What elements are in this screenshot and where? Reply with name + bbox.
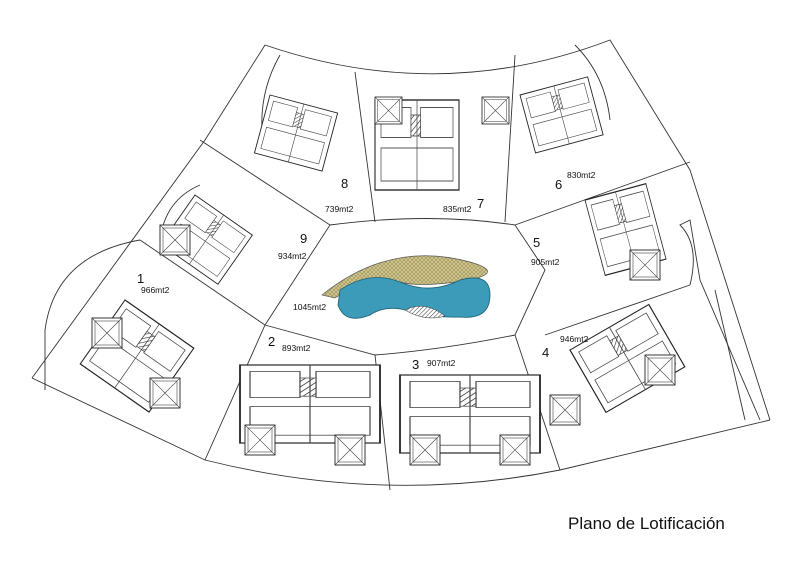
lot-3-number: 3 — [412, 357, 419, 372]
lot-9-number: 9 — [300, 231, 307, 246]
lot-7-number: 7 — [477, 196, 484, 211]
lot-boundaries — [31, 39, 771, 491]
lot-9-area: 934mt2 — [278, 251, 307, 261]
pool-area: 1045mt2 — [293, 302, 326, 312]
lot-5-gazebo — [629, 249, 661, 281]
lot-6-house — [519, 76, 604, 154]
lot-5-area: 905mt2 — [531, 257, 560, 267]
lot-1-number: 1 — [137, 271, 144, 286]
lot-4-area: 946mt2 — [560, 334, 589, 344]
lot-8-house — [254, 94, 339, 172]
lot-7-area: 835mt2 — [443, 204, 472, 214]
lot-7-house — [374, 96, 510, 191]
lot-4-number: 4 — [542, 345, 549, 360]
lot-8-area: 739mt2 — [325, 204, 354, 214]
pool — [321, 255, 491, 319]
lot-1-area: 966mt2 — [141, 285, 170, 295]
lot-3-area: 907mt2 — [427, 358, 456, 368]
lot-6-area: 830mt2 — [567, 170, 596, 180]
lot-2-area: 893mt2 — [282, 343, 311, 353]
lot-2-number: 2 — [268, 334, 275, 349]
plan-title: Plano de Lotificación — [568, 514, 725, 533]
lot-9-gazebo — [159, 224, 191, 256]
lot-5-number: 5 — [533, 235, 540, 250]
lot-8-number: 8 — [341, 176, 348, 191]
lot-6-number: 6 — [555, 177, 562, 192]
lot-labels: 1 966mt2 2 893mt2 3 907mt2 4 946mt2 5 90… — [137, 170, 596, 372]
